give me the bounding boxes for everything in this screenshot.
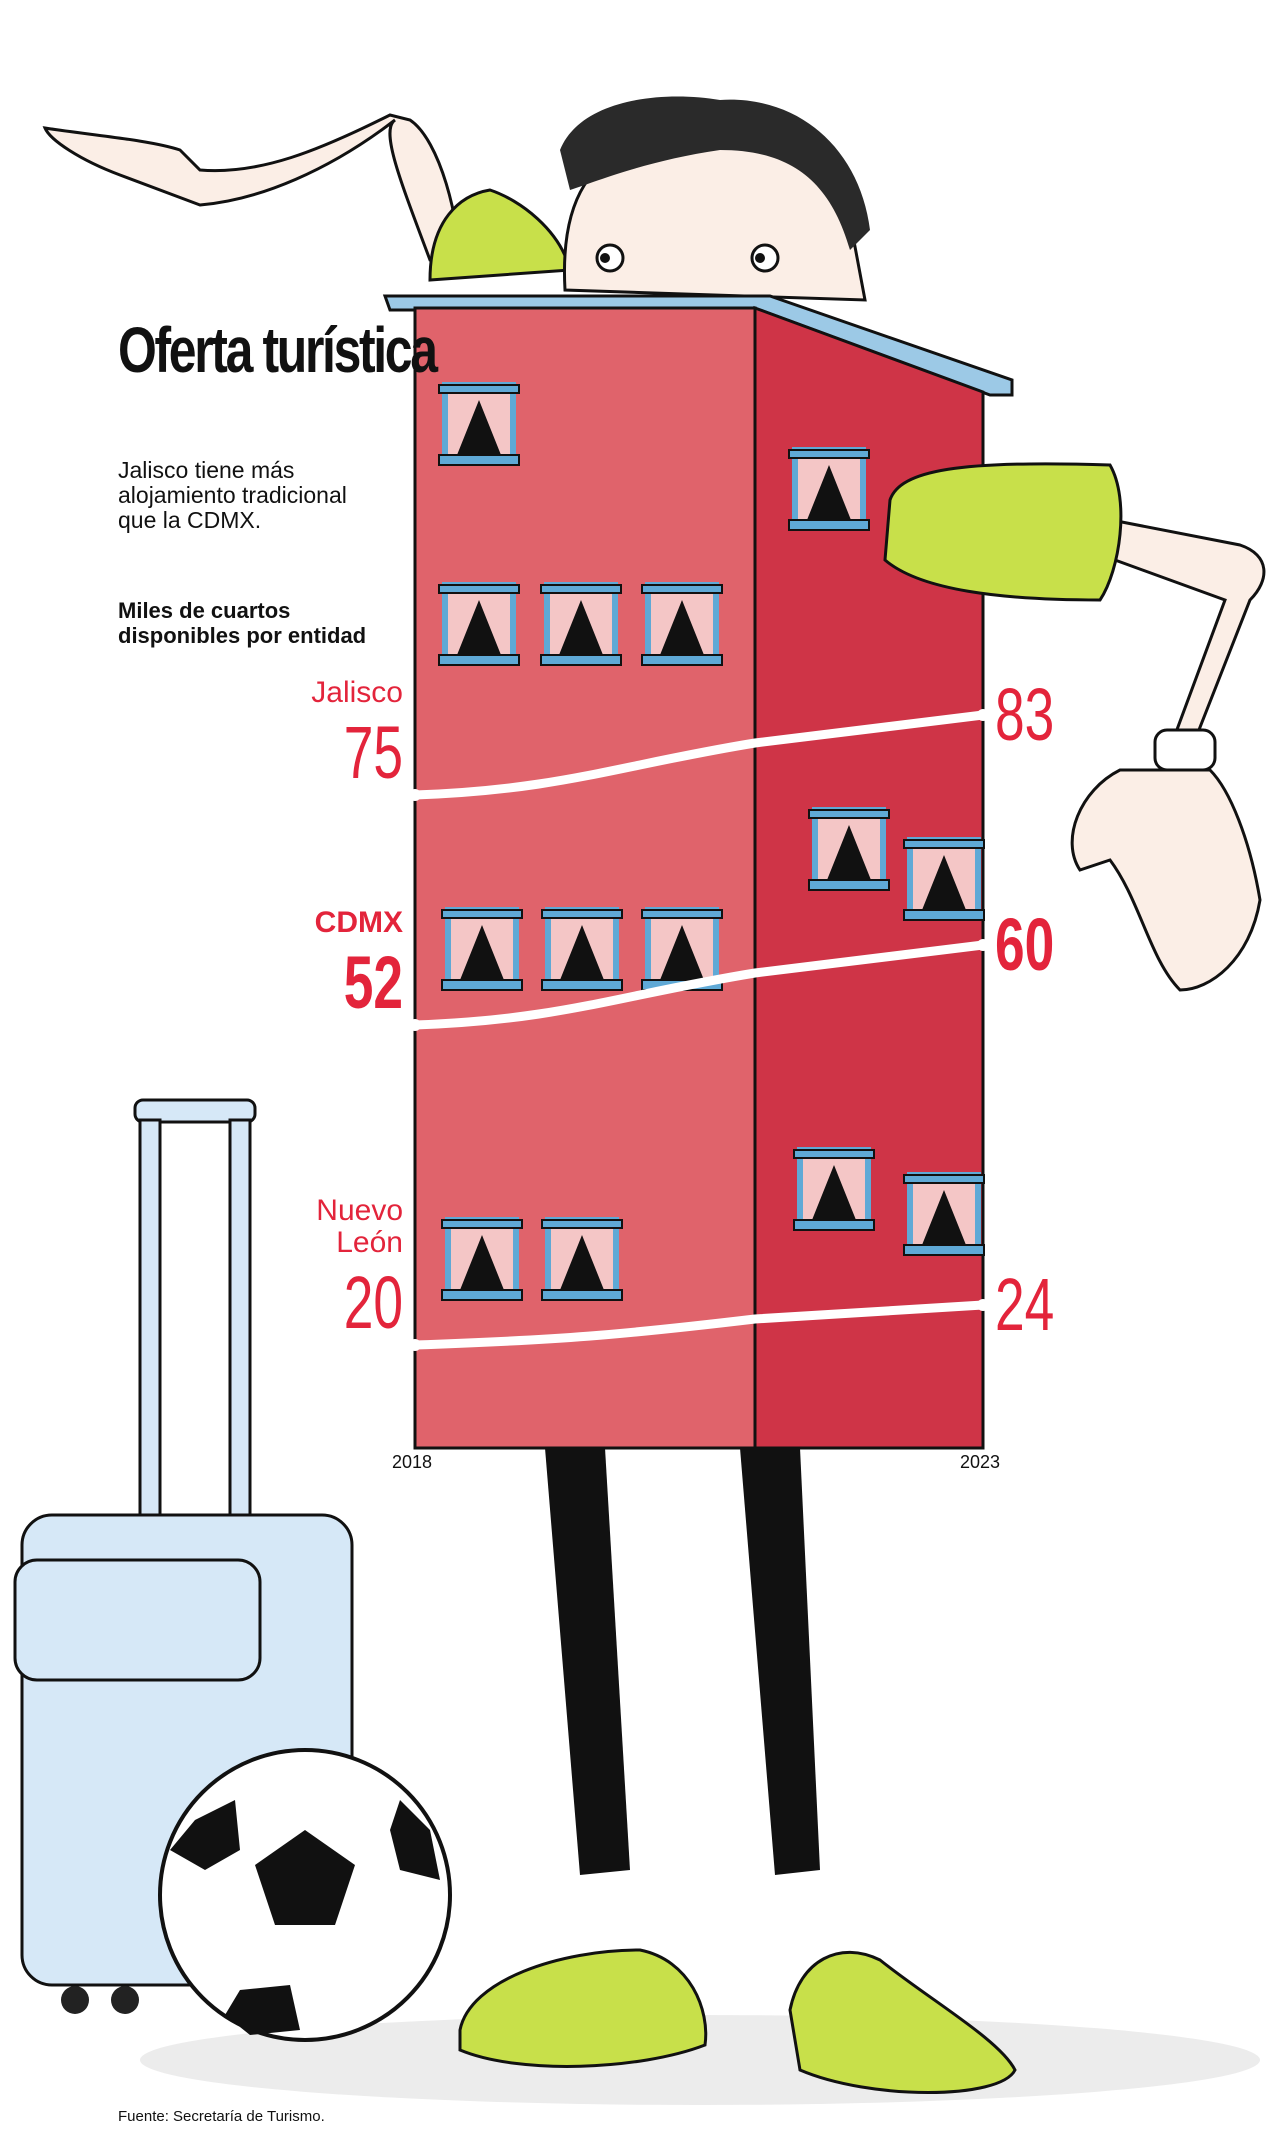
window <box>438 582 520 666</box>
left-leg <box>545 1448 630 1875</box>
source-note: Fuente: Secretaría de Turismo. <box>118 2108 325 2125</box>
page-title: Oferta turística <box>118 314 438 386</box>
window <box>540 582 622 666</box>
window <box>788 447 870 531</box>
right-sleeve <box>883 462 1123 602</box>
suitcase-handle-rod <box>228 1118 252 1522</box>
series-line-0 <box>414 710 984 800</box>
hair <box>560 96 870 250</box>
window <box>438 382 520 466</box>
window <box>541 1217 623 1301</box>
value-label-start: 75 <box>343 711 403 794</box>
series-line-1 <box>414 940 984 1030</box>
window <box>903 1172 985 1256</box>
suitcase-handle <box>133 1098 257 1124</box>
pupil-right <box>755 253 765 263</box>
suitcase-handle-rod <box>138 1118 162 1522</box>
building-windows <box>438 382 985 1301</box>
series-point-2-1 <box>977 1299 989 1311</box>
x-tick-2018: 2018 <box>392 1452 433 1472</box>
left-shoe <box>458 1948 708 2068</box>
window <box>641 582 723 666</box>
series-line-2 <box>414 1300 984 1350</box>
right-hand <box>1070 768 1262 992</box>
window <box>808 807 890 891</box>
ball-patch <box>390 1800 440 1880</box>
window <box>903 837 985 921</box>
value-label-start: 52 <box>343 941 403 1024</box>
right-shoe <box>788 1950 1017 2094</box>
value-label-end: 24 <box>995 1263 1055 1346</box>
series-point-2-0 <box>409 1339 421 1351</box>
series-point-1-0 <box>409 1019 421 1031</box>
slope-chart <box>409 709 989 1351</box>
ball-patch <box>170 1800 240 1870</box>
ball-patch <box>225 1985 300 2035</box>
suitcase-wheel <box>61 1986 89 2014</box>
suitcase-wheel <box>111 1986 139 2014</box>
watch <box>1153 728 1217 772</box>
value-label-end: 83 <box>995 673 1055 756</box>
window <box>541 907 623 991</box>
series-name: CDMX <box>314 906 403 939</box>
ball-patch <box>255 1830 355 1925</box>
value-label-end: 60 <box>995 903 1055 986</box>
series-point-1-1 <box>977 939 989 951</box>
series-name: Jalisco <box>311 676 403 709</box>
window <box>793 1147 875 1231</box>
left-arm <box>42 113 462 273</box>
left-sleeve <box>428 188 572 282</box>
series-name: Nuevo León <box>316 1194 403 1259</box>
x-tick-2023: 2023 <box>960 1452 1001 1472</box>
subtitle: Jalisco tiene más alojamiento tradiciona… <box>118 457 347 533</box>
window <box>441 1217 523 1301</box>
suitcase-pocket <box>13 1558 262 1682</box>
pupil-left <box>600 253 610 263</box>
window <box>441 907 523 991</box>
series-point-0-1 <box>977 709 989 721</box>
value-label-start: 20 <box>343 1261 403 1344</box>
series-point-0-0 <box>409 789 421 801</box>
right-leg <box>740 1448 820 1875</box>
unit-label: Miles de cuartos disponibles por entidad <box>118 598 367 648</box>
